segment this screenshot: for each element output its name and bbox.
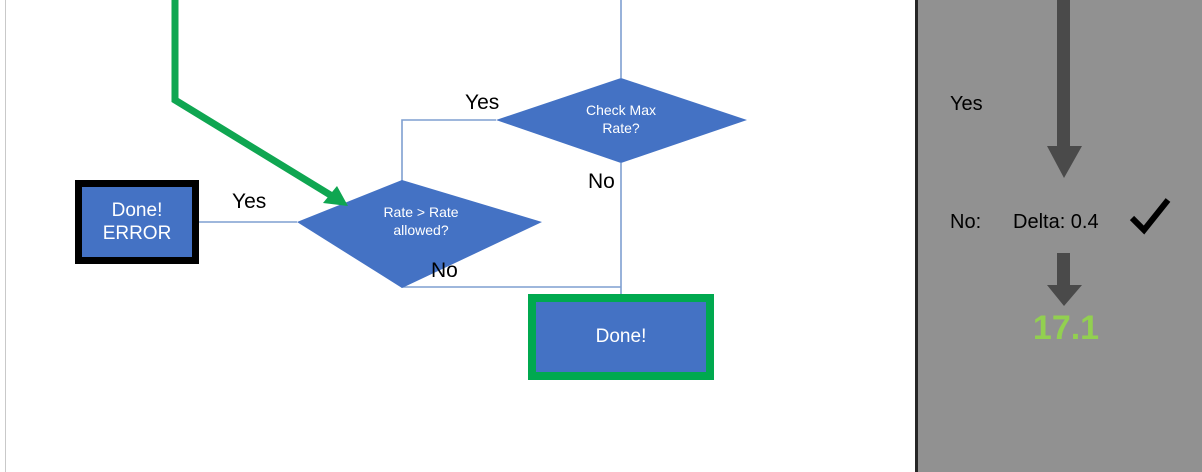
process-done-error-label: Done! ERROR bbox=[102, 199, 172, 244]
panel-label-no: No: bbox=[950, 211, 982, 233]
edge-label-yes-rate-allowed: Yes bbox=[232, 190, 267, 213]
decision-check-max-rate bbox=[496, 78, 747, 163]
check-mark-icon bbox=[1129, 198, 1171, 235]
panel-result-value: 17.1 bbox=[1032, 309, 1100, 347]
process-done[interactable]: Done! bbox=[528, 294, 714, 380]
panel-label-delta: Delta: 0.4 bbox=[1013, 211, 1099, 233]
decision-check-max-rate-label: Check Max Rate? bbox=[585, 101, 657, 136]
process-done-error[interactable]: Done! ERROR bbox=[75, 180, 199, 264]
highlight-path-green bbox=[171, 0, 348, 206]
process-done-label: Done! bbox=[595, 326, 647, 348]
decision-rate-gt-rate-allowed-label: Rate > Rate allowed? bbox=[383, 203, 459, 238]
left-edge-rule bbox=[5, 0, 6, 472]
decision-rate-gt-rate-allowed bbox=[297, 180, 542, 288]
connector-yes-check-max-to-rate bbox=[401, 119, 496, 197]
edge-label-no-check-max: No bbox=[588, 170, 615, 193]
edge-label-yes-check-max: Yes bbox=[465, 91, 500, 114]
highlight-arrowhead bbox=[323, 186, 348, 206]
panel-label-yes: Yes bbox=[950, 93, 983, 115]
edge-label-no-rate-allowed: No bbox=[431, 259, 458, 282]
